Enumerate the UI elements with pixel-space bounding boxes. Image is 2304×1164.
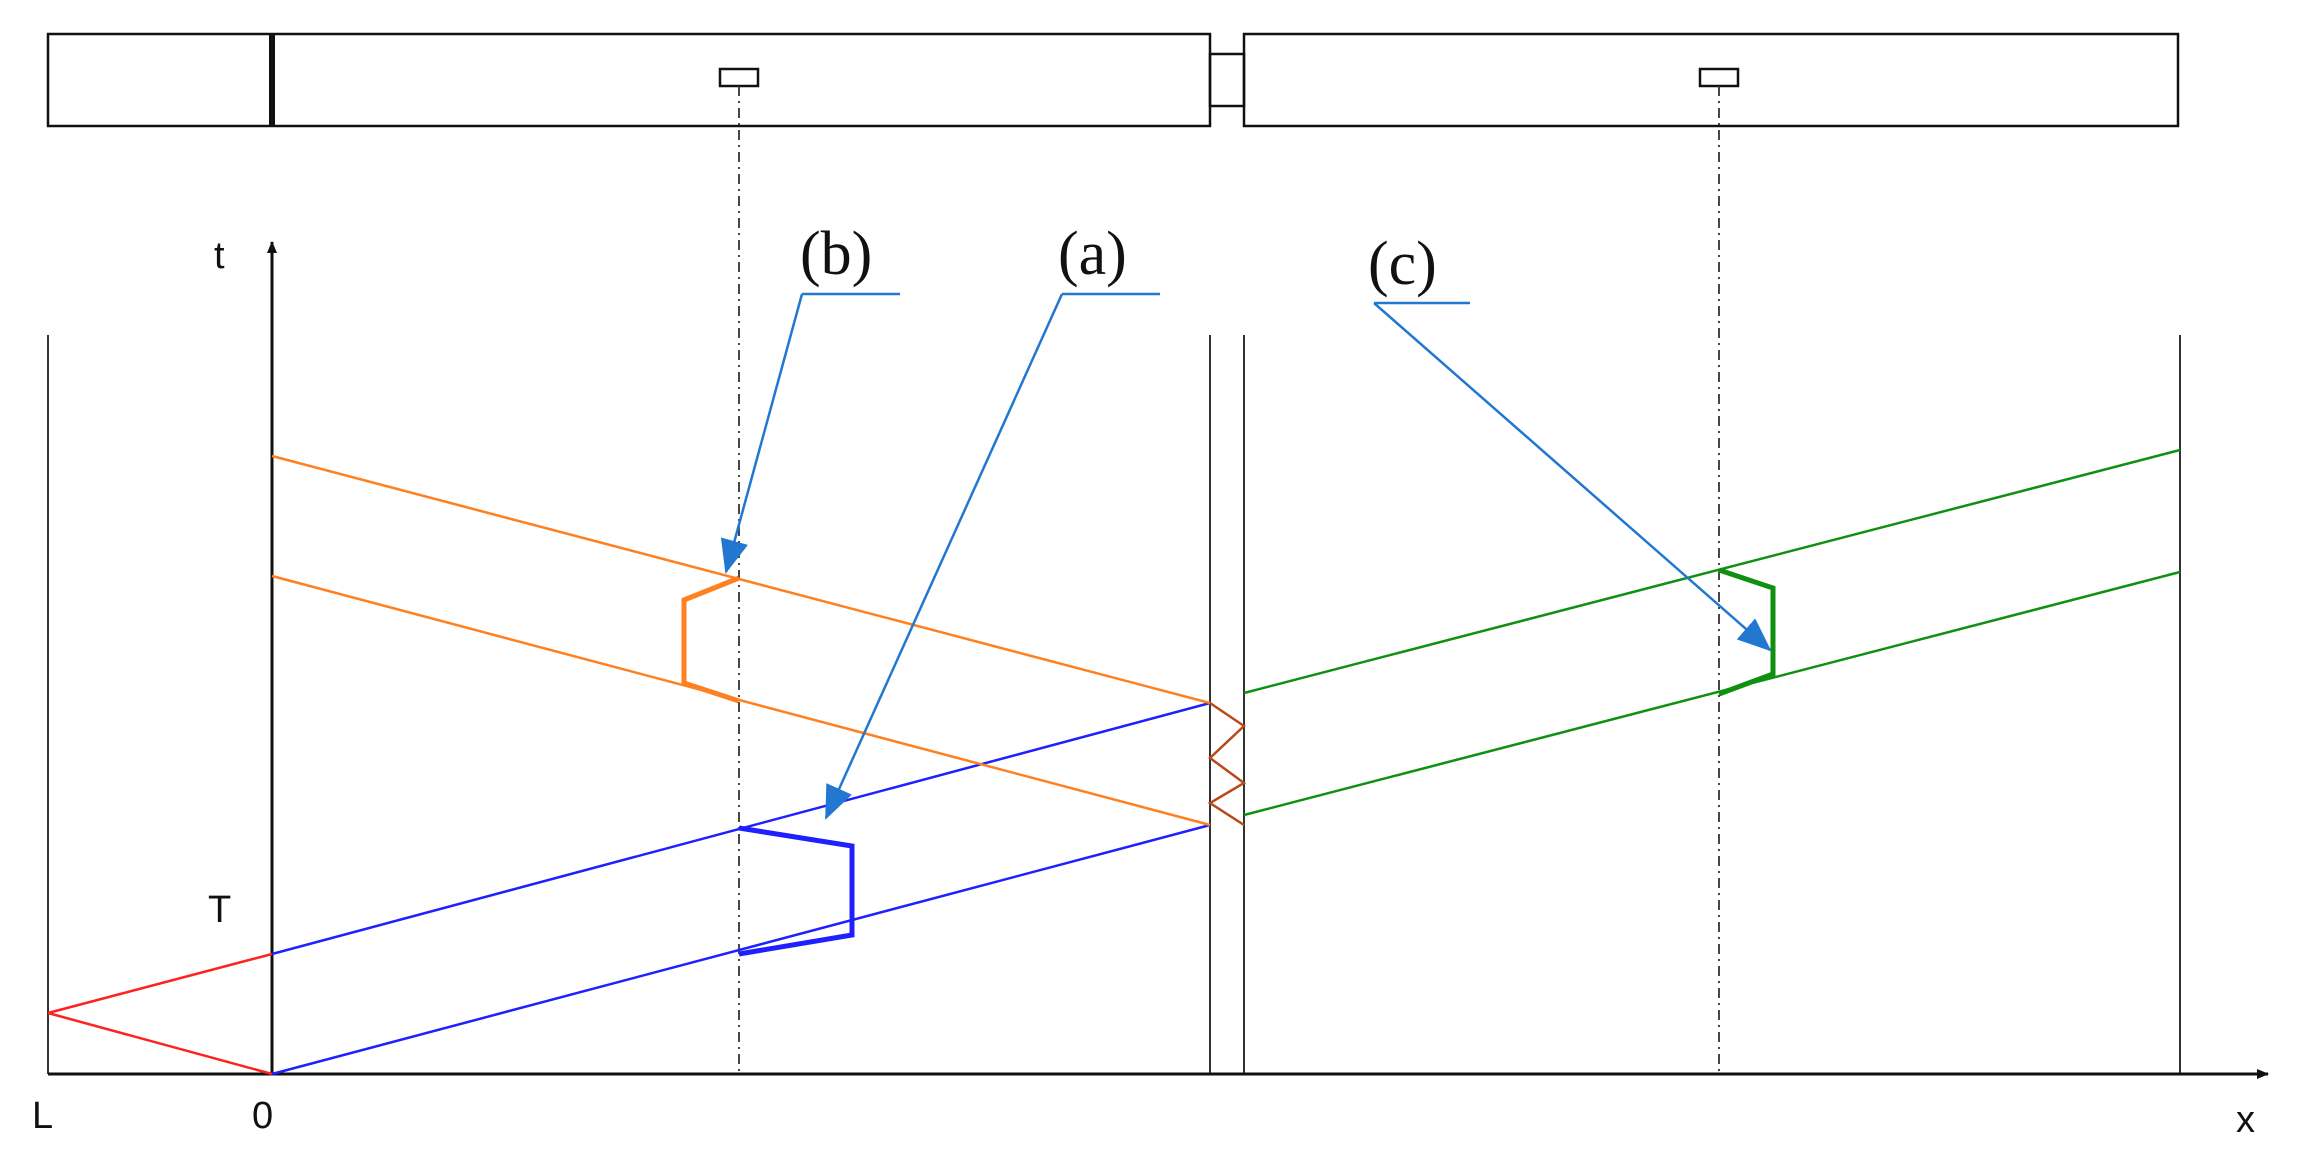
orange-tail-line <box>271 574 1211 827</box>
wave-bar-2 <box>1243 448 2181 817</box>
axes <box>48 241 2269 1079</box>
callout-label-c: (c) <box>1368 230 1437 298</box>
callouts <box>720 292 1772 820</box>
callout-c-arrow <box>1373 302 1772 652</box>
bar-1 <box>46 32 1212 128</box>
callout-label-a: (a) <box>1058 220 1127 288</box>
specimen <box>1208 52 1246 108</box>
incident-wave <box>47 952 273 1076</box>
strain-gauge-bar-2 <box>1698 67 1740 88</box>
left-end-label: L <box>32 1095 53 1137</box>
incident-tail <box>47 1011 273 1076</box>
strain-gauge-bar-1 <box>718 67 760 88</box>
wave-bar-1-forward <box>271 701 1211 1076</box>
wave-bar-1-reflected <box>271 454 1211 827</box>
callout-label-b: (b) <box>800 220 872 288</box>
signal-a <box>738 825 855 957</box>
gauge-lines <box>738 86 1720 1074</box>
signal-c <box>1718 567 1776 697</box>
origin-label: 0 <box>252 1095 273 1137</box>
time-mark-label: T <box>208 889 231 931</box>
signal-b <box>681 575 740 704</box>
specimen-ringing <box>1207 701 1247 827</box>
bar-2 <box>1242 32 2180 128</box>
green-tail-line <box>1243 570 2181 817</box>
bar-schematic <box>46 32 2180 128</box>
x-axis-label: x <box>2236 1099 2255 1141</box>
t-axis-label: t <box>214 235 225 277</box>
callout-a-arrow <box>824 293 1064 820</box>
incident-front <box>47 952 273 1015</box>
callout-b-arrow <box>720 293 804 574</box>
green-front-line <box>1243 448 2181 695</box>
boundary-lines <box>47 335 2181 1074</box>
orange-front-line <box>271 454 1211 705</box>
blue-tail-line <box>271 823 1211 1076</box>
